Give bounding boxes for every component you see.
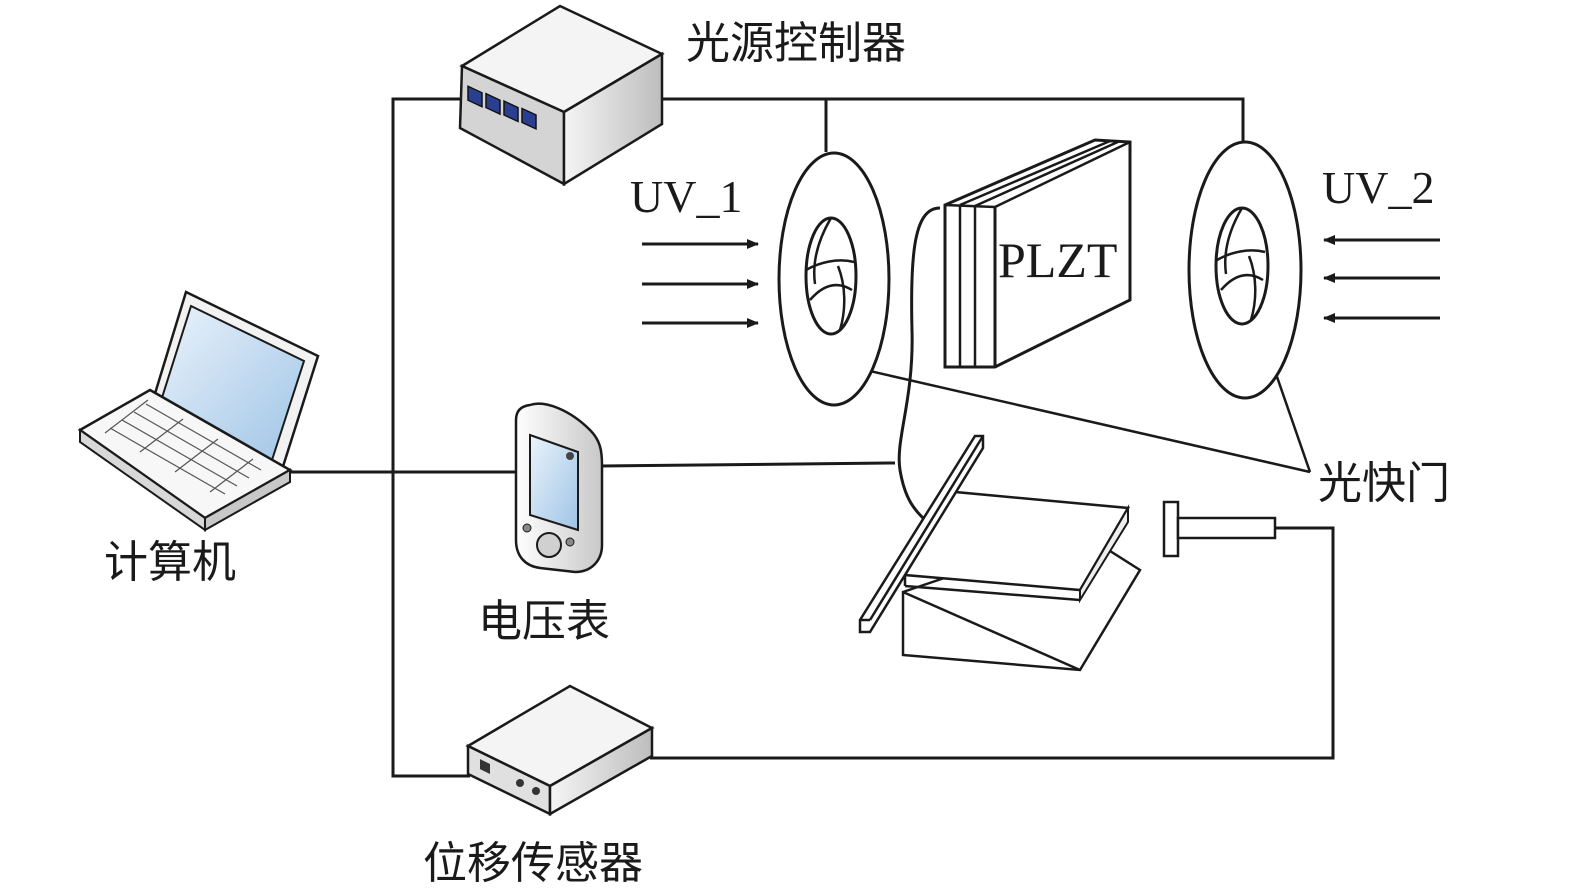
displacement-probe [1162, 500, 1277, 558]
shutter-label: 光快门 [1318, 458, 1450, 509]
controller-buttons [467, 85, 537, 131]
plzt-electrode-wire [897, 206, 941, 522]
optical-shutter-1 [777, 151, 891, 407]
laptop-icon [77, 290, 320, 532]
light-controller-device [458, 4, 665, 187]
bus-wire-left [391, 97, 470, 778]
probe-to-sensor-wire [650, 526, 1335, 760]
computer-label: 计算机 [104, 537, 236, 588]
shutter1-pointer-line [847, 364, 1311, 474]
cantilever-stand [858, 434, 1142, 672]
uv1-label: UV_1 [630, 171, 742, 222]
light-controller-label: 光源控制器 [686, 18, 906, 69]
plzt-block [943, 138, 1132, 369]
uv2-label: UV_2 [1322, 162, 1434, 213]
displacement-sensor-icon [465, 684, 655, 817]
wiring [278, 97, 1335, 778]
plzt-label: PLZT [998, 232, 1117, 288]
voltmeter-icon [514, 402, 604, 574]
voltmeter-to-plzt-wire [599, 461, 896, 468]
uv2-arrows [1323, 235, 1440, 323]
displacement-sensor-label: 位移传感器 [423, 838, 643, 889]
optical-shutter-2 [1187, 140, 1303, 400]
uv1-arrows [642, 239, 759, 328]
controller-to-shutter2-wire [662, 97, 1245, 142]
voltmeter-label: 电压表 [478, 596, 610, 647]
